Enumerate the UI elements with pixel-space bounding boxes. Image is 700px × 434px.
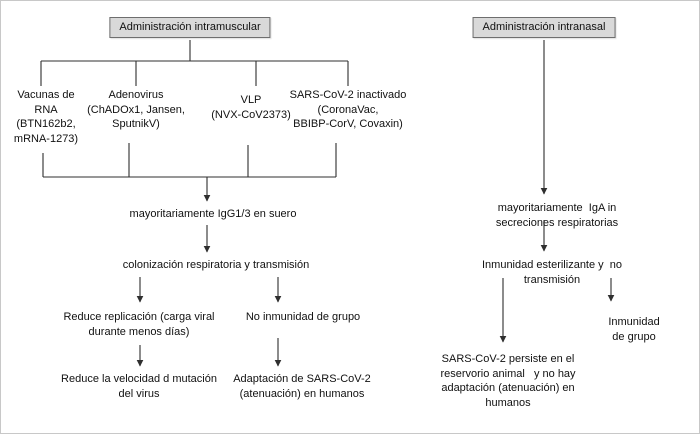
im-reduce-mutation-speed: Reduce la velocidad d mutación del virus <box>61 373 217 400</box>
in-animal-reservoir-persistence: SARS-CoV-2 persiste en el reservorio ani… <box>440 353 576 409</box>
intranasal-root-box: Administración intranasal <box>472 17 616 38</box>
platform-rna-vaccines: Vacunas de RNA (BTN162b2, mRNA-1273) <box>13 89 79 145</box>
im-reduce-replication: Reduce replicación (carga viral durante … <box>63 311 215 338</box>
in-immune-response: mayoritariamente IgA in secreciones resp… <box>495 202 620 229</box>
intramuscular-root-box: Administración intramuscular <box>109 17 271 38</box>
in-sterilizing-immunity: Inmunidad esterilizante y no transmisión <box>481 259 626 286</box>
im-adaptation-in-humans: Adaptación de SARS-CoV-2 (atenuación) en… <box>233 373 371 400</box>
im-immune-response: mayoritariamente IgG1/3 en suero <box>129 208 297 220</box>
platform-inactivated-sars-cov-2: SARS-CoV-2 inactivado (CoronaVac, BBIBP-… <box>289 89 407 131</box>
platform-vlp: VLP (NVX-CoV2373) <box>211 94 291 121</box>
platform-adenovirus: Adenovirus (ChADOx1, Jansen, SputnikV) <box>87 89 185 131</box>
im-no-herd-immunity: No inmunidad de grupo <box>245 311 361 323</box>
in-herd-immunity: Inmunidad de grupo <box>608 316 663 343</box>
im-outcome-colonization: colonización respiratoria y transmisión <box>122 259 310 271</box>
